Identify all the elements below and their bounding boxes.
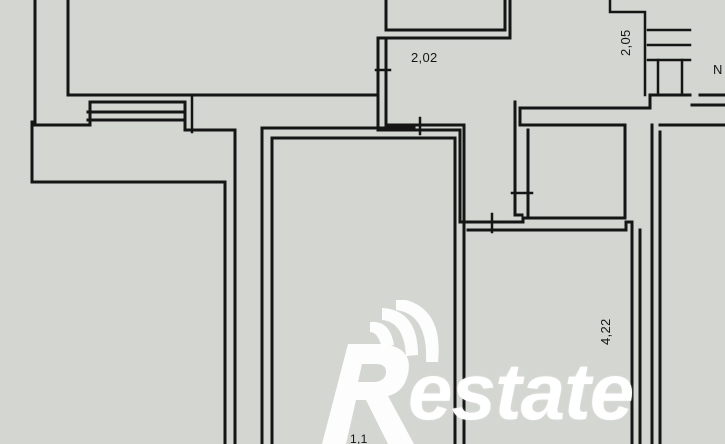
- dimension-label-edge: N: [713, 62, 723, 77]
- stair-block: [608, 0, 692, 97]
- restate-logo-text: estate: [408, 347, 634, 436]
- wall-outline-left: [30, 0, 512, 444]
- wall-outline-center: [260, 36, 725, 444]
- dimension-ticks: [190, 68, 534, 234]
- restate-logo-watermark: [322, 300, 439, 444]
- dimension-label-passage: 2,02: [411, 50, 438, 65]
- dimension-label-right-top: 2,05: [618, 29, 633, 56]
- dimension-label-bottom: 1,1: [350, 432, 368, 444]
- logo-r-mark: [322, 300, 439, 444]
